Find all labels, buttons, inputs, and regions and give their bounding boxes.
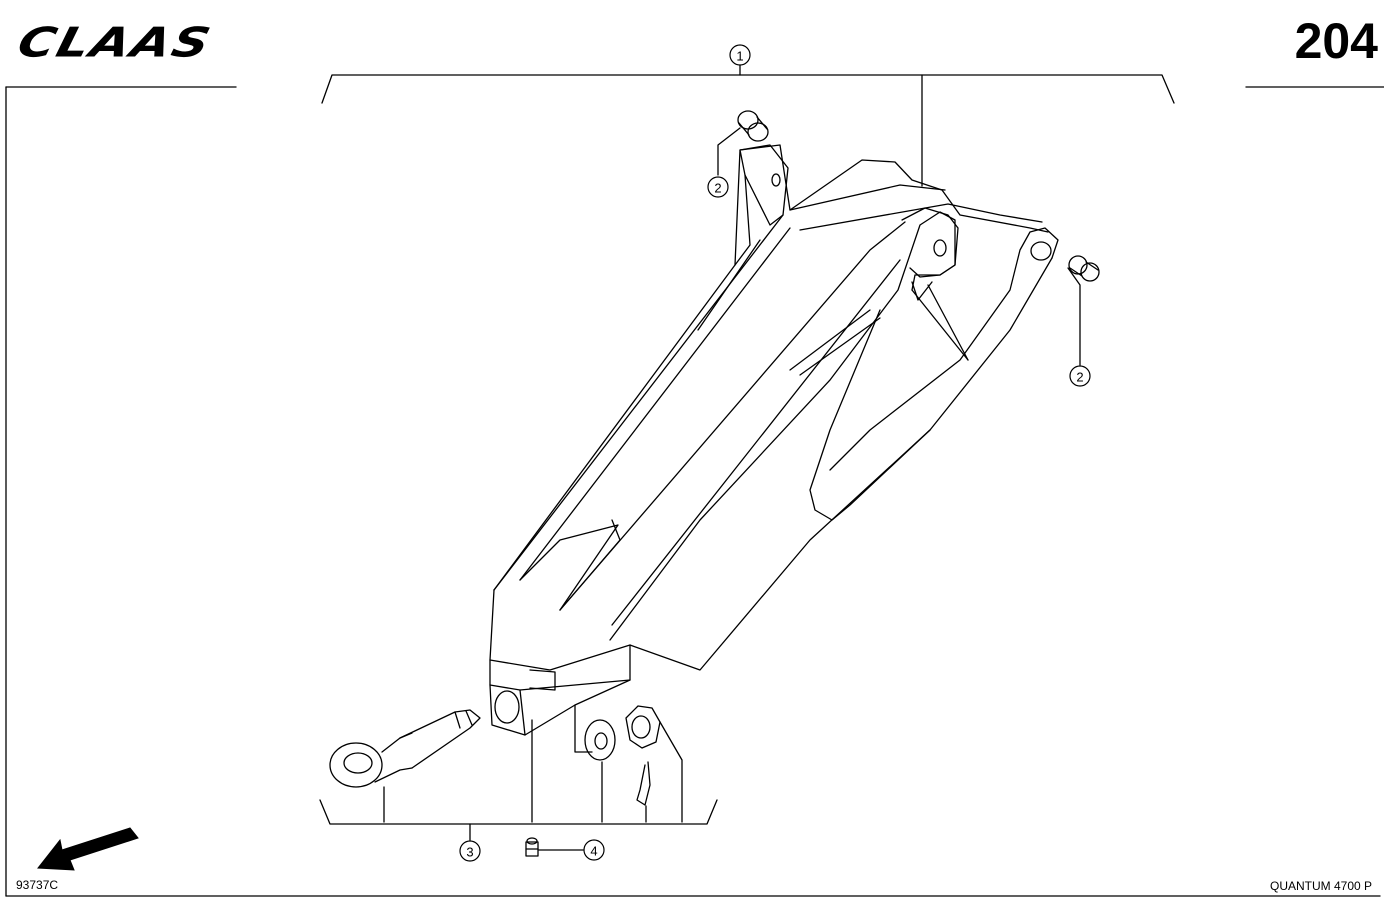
- callout-3: 3: [466, 845, 473, 860]
- callout-circle-3: [459, 840, 481, 862]
- model-name: QUANTUM 4700 P: [1270, 879, 1373, 893]
- callout-2-right: 2: [1076, 370, 1083, 385]
- assembly-bracket-3: [319, 799, 718, 841]
- leader-2-right: [1067, 267, 1081, 366]
- callout-circle-1: [729, 44, 751, 66]
- grease-fitting: [525, 837, 584, 857]
- callout-2-upper: 2: [714, 181, 721, 196]
- drawing-code: 93737C: [16, 878, 59, 892]
- bushing-upper: [737, 110, 769, 142]
- page-number: 204: [1294, 13, 1378, 69]
- cotter-pin: [636, 761, 651, 823]
- washer: [584, 719, 616, 823]
- bushing-right: [1068, 255, 1100, 282]
- callout-4: 4: [590, 844, 597, 859]
- hex-nut: [625, 705, 683, 823]
- assembly-bracket-1: [321, 63, 1175, 187]
- callout-circle-4: [583, 839, 605, 861]
- callout-1: 1: [736, 49, 743, 64]
- leader-washer: [574, 704, 593, 753]
- callout-circle-2b: [1069, 365, 1091, 387]
- callout-circle-2a: [707, 176, 729, 198]
- towing-eye: [329, 709, 481, 823]
- direction-arrow-icon: [37, 827, 139, 871]
- drawbar-frame: [489, 144, 1059, 736]
- leader-2-upper: [717, 127, 741, 176]
